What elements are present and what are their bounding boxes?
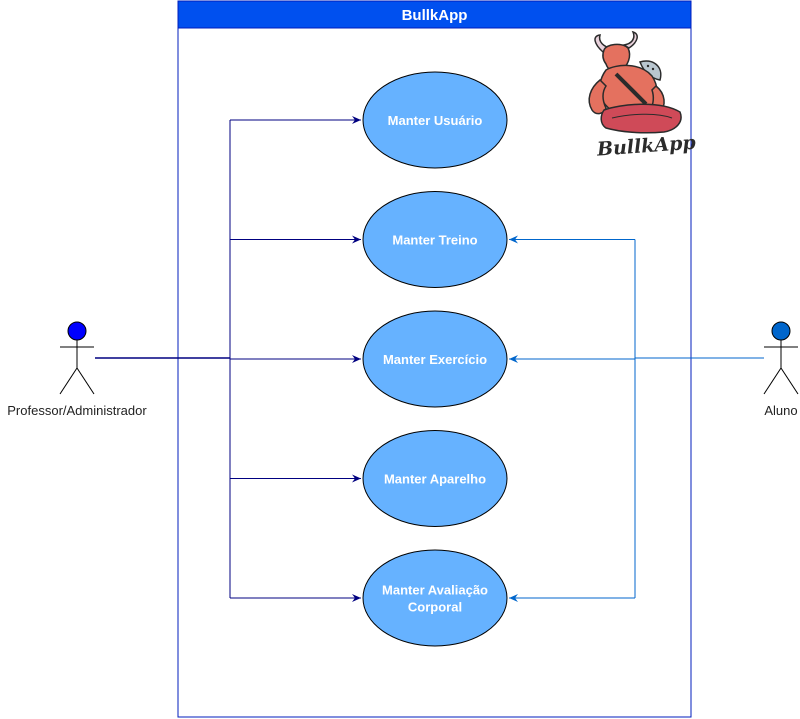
bullkapp-logo: BullkApp: [588, 30, 697, 161]
use-case-label: Manter Treino: [392, 233, 477, 248]
use-case-label: Manter Exercício: [383, 352, 487, 367]
actor-label-professor: Professor/Administrador: [7, 403, 147, 418]
use-case-label: Manter Avaliação: [382, 583, 488, 598]
use-case-uc4[interactable]: Manter Aparelho: [362, 430, 508, 527]
use-case-ellipse: [362, 191, 508, 288]
association-connectors: [95, 116, 764, 602]
use-case-ellipse: [362, 310, 508, 408]
actor-head: [67, 321, 87, 341]
actor-label-aluno: Aluno: [764, 403, 797, 418]
use-case-label: Corporal: [408, 600, 462, 615]
use-case-ellipse: [362, 71, 508, 169]
actor-aluno[interactable]: Aluno: [763, 321, 799, 418]
system-title: BullkApp: [402, 7, 468, 24]
actor-head: [771, 321, 791, 341]
use-case-label: Manter Aparelho: [384, 472, 486, 487]
use-case-ellipse: [362, 549, 508, 647]
use-case-uc3[interactable]: Manter Exercício: [362, 310, 508, 408]
actor-professor-administrador[interactable]: Professor/Administrador: [7, 321, 147, 418]
use-case-uc2[interactable]: Manter Treino: [362, 191, 508, 288]
bull-mascot-icon: [588, 30, 682, 134]
use-case-ellipse: [362, 430, 508, 527]
system-header: [177, 0, 692, 29]
use-case-label: Manter Usuário: [388, 113, 483, 128]
use-case-uc1[interactable]: Manter Usuário: [362, 71, 508, 169]
